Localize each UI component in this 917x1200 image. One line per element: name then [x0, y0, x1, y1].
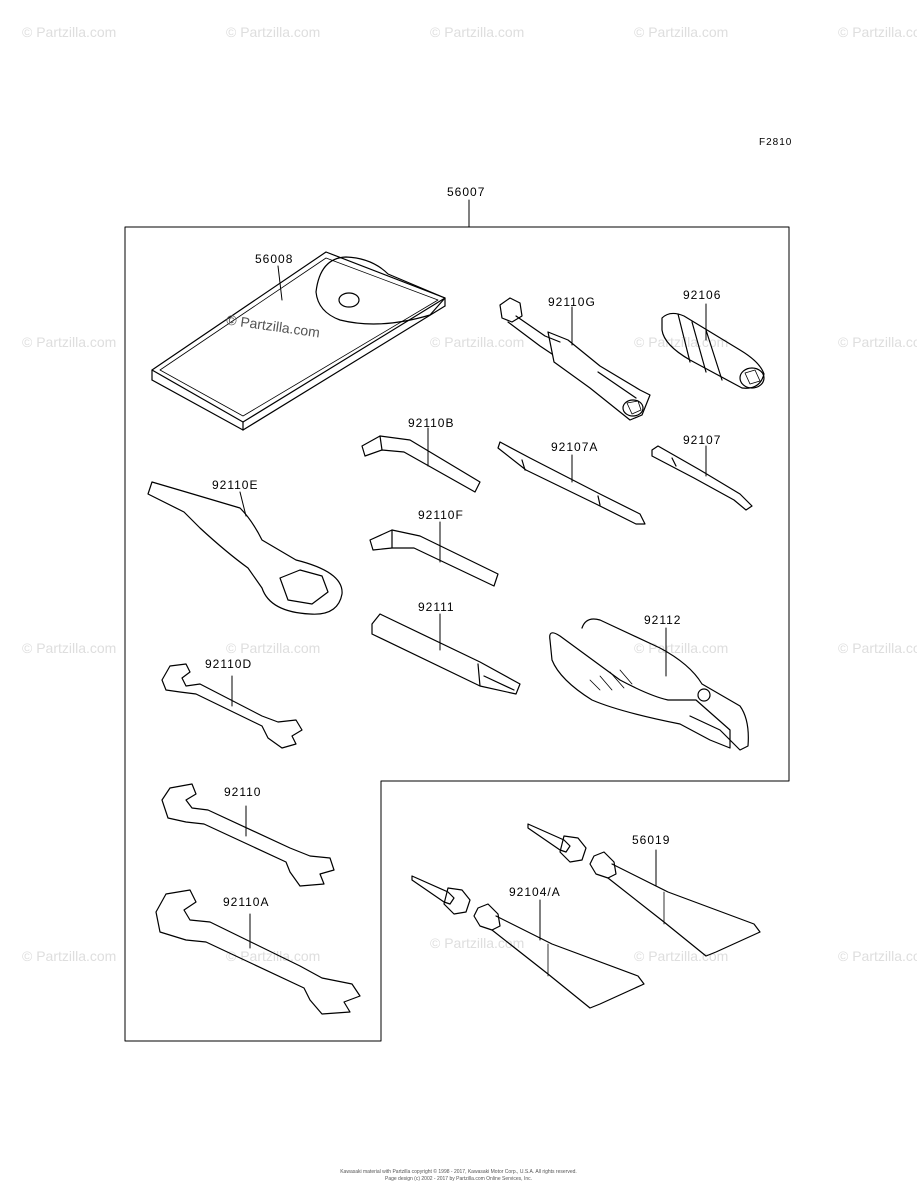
- part-label-hex-key-f[interactable]: 92110F: [418, 508, 464, 522]
- watermark: © Partzilla.com: [430, 24, 525, 40]
- watermark: © Partzilla.com: [838, 24, 917, 40]
- wrench-d-drawing: [161, 663, 303, 749]
- watermark: © Partzilla.com: [634, 640, 729, 656]
- hex-key-b-drawing: [361, 427, 481, 493]
- part-label-ring-wrench[interactable]: 92110E: [212, 478, 259, 492]
- kit-frame: [124, 226, 790, 1042]
- watermark: © Partzilla.com: [634, 948, 729, 964]
- watermark: © Partzilla.com: [22, 334, 117, 350]
- watermark: © Partzilla.com: [430, 334, 525, 350]
- handle-drawing: [371, 613, 521, 695]
- hex-key-f-drawing: [369, 521, 499, 587]
- pliers-drawing: [549, 618, 749, 751]
- wrench-drawing: [161, 783, 335, 887]
- part-label-grease-b[interactable]: 56019: [632, 833, 671, 847]
- watermark: © Partzilla.com: [838, 640, 917, 656]
- part-label-plug-adapter[interactable]: 92106: [683, 288, 722, 302]
- socket-wrench-drawing: [499, 297, 651, 421]
- watermark: © Partzilla.com: [22, 640, 117, 656]
- part-label-screwdriver-a[interactable]: 92107A: [551, 440, 599, 454]
- wrench-a-drawing: [155, 889, 361, 1015]
- part-label-socket-wrench[interactable]: 92110G: [548, 295, 596, 309]
- part-label-wrench[interactable]: 92110: [224, 785, 262, 799]
- ring-wrench-drawing: [147, 481, 343, 615]
- watermark: © Partzilla.com: [634, 334, 729, 350]
- figure-code: F2810: [759, 137, 793, 148]
- copyright-line-2: Page design (c) 2002 - 2017 by Partzilla…: [384, 1176, 533, 1182]
- grease-tube-b-drawing: [527, 823, 761, 957]
- screwdriver-drawing: [651, 445, 753, 511]
- watermark: © Partzilla.com: [226, 948, 321, 964]
- part-label-case[interactable]: 56008: [255, 252, 294, 266]
- copyright-line-1: Kawasaki material with Partzilla copyrig…: [340, 1169, 577, 1175]
- plug-adapter-drawing: [661, 303, 765, 389]
- part-label-handle[interactable]: 92111: [418, 600, 455, 614]
- watermark: © Partzilla.com: [226, 24, 321, 40]
- screwdriver-a-drawing: [497, 441, 646, 525]
- watermark: © Partzilla.com: [634, 24, 729, 40]
- part-label-screwdriver[interactable]: 92107: [683, 433, 722, 447]
- watermark: © Partzilla.com: [430, 935, 525, 951]
- part-label-wrench-d[interactable]: 92110D: [205, 657, 253, 671]
- grease-tube-a-drawing: [411, 875, 645, 1009]
- part-label-kit[interactable]: 56007: [447, 185, 486, 199]
- part-label-wrench-a[interactable]: 92110A: [223, 895, 270, 909]
- watermark: © Partzilla.com: [22, 948, 117, 964]
- watermark: © Partzilla.com: [22, 24, 117, 40]
- part-label-hex-key-b[interactable]: 92110B: [408, 416, 455, 430]
- tool-case-drawing: [151, 251, 446, 431]
- part-label-grease-a[interactable]: 92104/A: [509, 885, 561, 899]
- watermark: © Partzilla.com: [838, 948, 917, 964]
- watermark: © Partzilla.com: [838, 334, 917, 350]
- part-label-pliers[interactable]: 92112: [644, 613, 682, 627]
- watermark: © Partzilla.com: [226, 640, 321, 656]
